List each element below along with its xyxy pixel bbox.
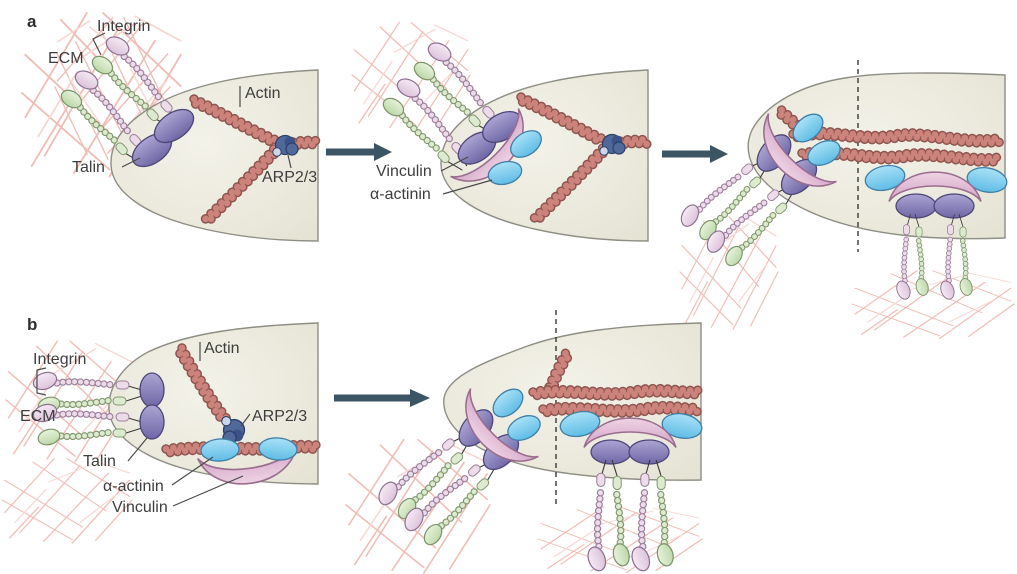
talin-leader-line (121, 157, 141, 168)
panel-b: b Integrin ECM Talin Actin ARP2/3 α-acti… (1, 310, 704, 573)
label-vinculin: Vinculin (112, 499, 168, 516)
nascent-adhesion-complex (673, 112, 841, 275)
panel-a: a Integrin ECM Talin Actin ARP2/3 (21, 12, 1015, 340)
nascent-adhesion-complex (370, 387, 541, 554)
label-ecm: ECM (20, 408, 56, 425)
nascent-adhesion-complex (374, 34, 542, 199)
integrin-bracket (36, 367, 47, 396)
progression-arrow (662, 145, 728, 163)
label-integrin: Integrin (33, 351, 86, 368)
panel-letter-a: a (27, 12, 37, 31)
actin-filament (533, 389, 701, 397)
alpha-actinin (507, 415, 541, 441)
alpha-actinin (258, 437, 298, 461)
vinculin-leader-line (172, 475, 244, 507)
actin-filament (543, 406, 701, 414)
progression-arrow (326, 143, 392, 161)
alpha-actinin-leader-line (171, 456, 214, 486)
label-actin: Actin (245, 85, 281, 102)
alpha-actinin (200, 438, 240, 462)
label-alpha-actinin: α-actinin (103, 478, 164, 495)
label-vinculin: Vinculin (376, 163, 432, 180)
alpha-actinin-leader-line (442, 179, 493, 195)
integrin-bracket (92, 32, 106, 56)
label-alpha-actinin: α-actinin (370, 186, 431, 203)
progression-arrow (334, 389, 430, 407)
label-talin: Talin (72, 159, 105, 176)
alpha-actinin (510, 130, 542, 158)
label-integrin: Integrin (97, 18, 150, 35)
vinculin-leader-line (440, 156, 469, 172)
talin-leader-line (127, 437, 148, 462)
talin (153, 108, 195, 144)
arp23-leader-line (240, 413, 251, 427)
label-actin: Actin (204, 340, 240, 357)
label-ecm: ECM (48, 50, 84, 67)
label-talin: Talin (83, 453, 116, 470)
cell-membrane (110, 69, 319, 242)
talin (139, 404, 165, 440)
talin (139, 372, 165, 408)
label-arp23: ARP2/3 (252, 408, 307, 425)
alpha-actinin (792, 113, 824, 143)
alpha-actinin (807, 140, 841, 166)
arp23-leader-line (287, 154, 292, 169)
alpha-actinin (487, 160, 523, 186)
label-arp23: ARP2/3 (262, 169, 317, 186)
panel-letter-b: b (27, 315, 37, 334)
alpha-actinin (492, 388, 524, 418)
